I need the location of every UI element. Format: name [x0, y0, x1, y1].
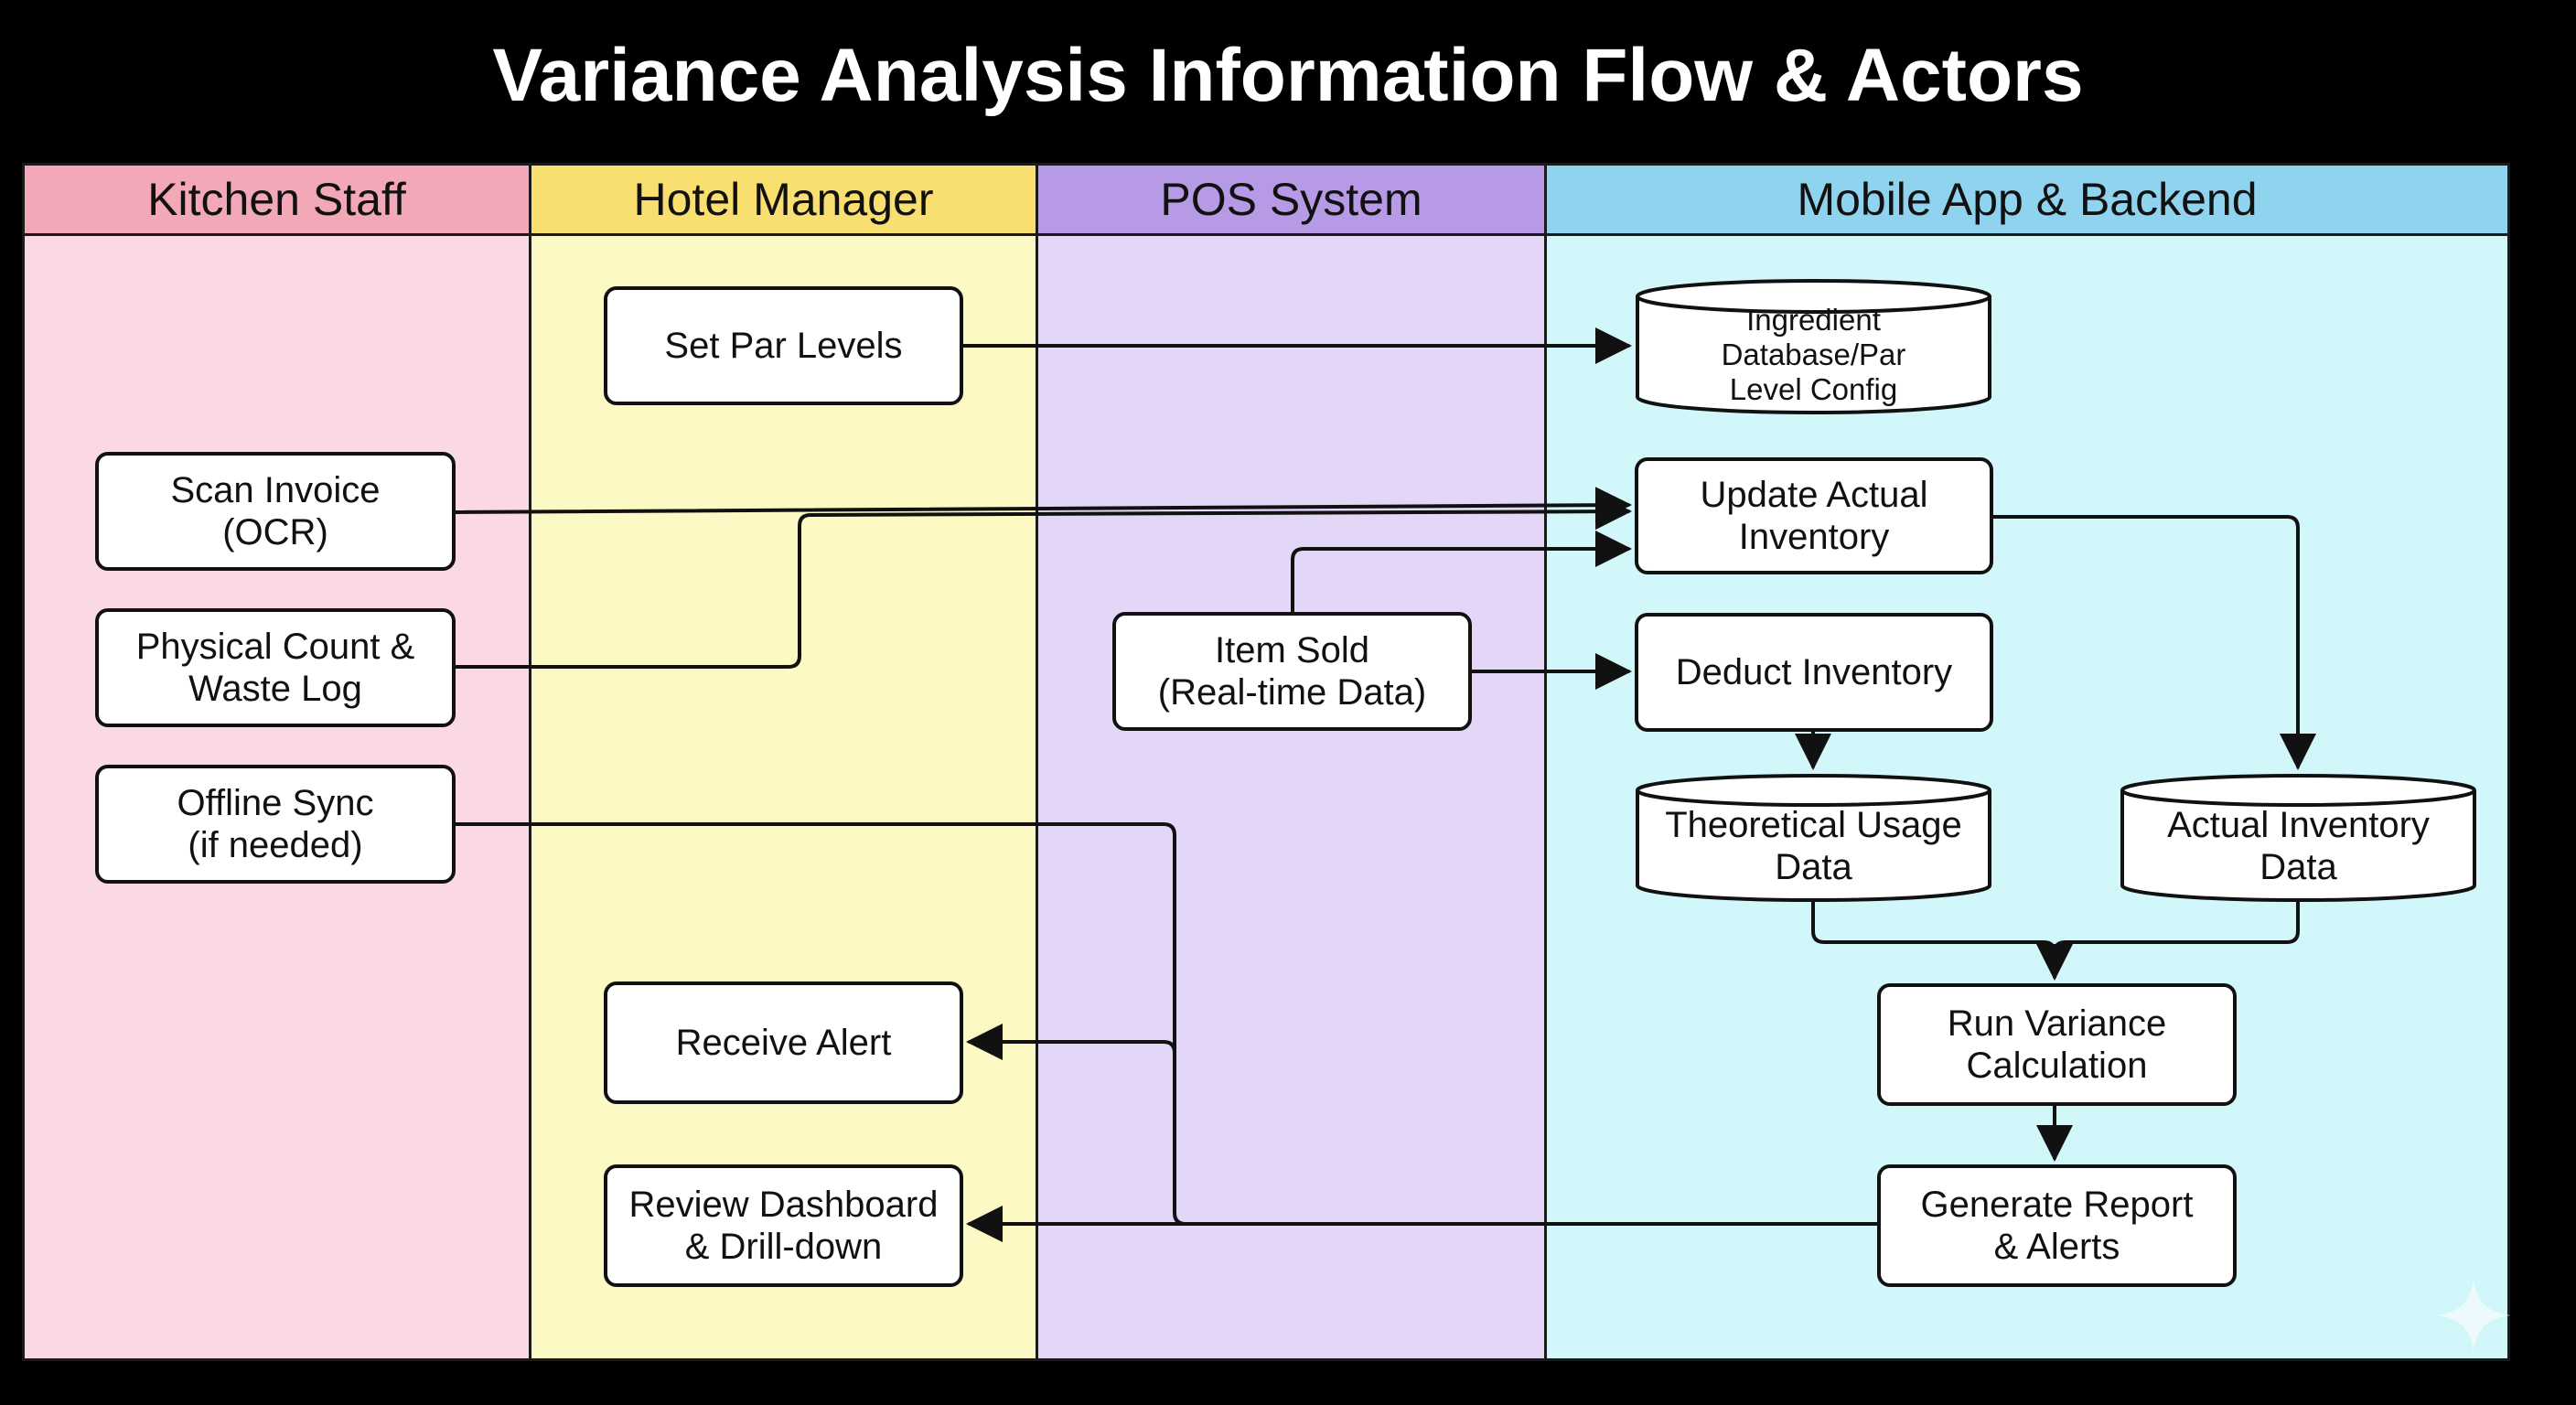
- sparkle-icon: [2437, 1279, 2510, 1352]
- arrow-actual-data-to-run: [2053, 896, 2300, 955]
- arrow-offline-sync-to-receive-alert: [453, 822, 1187, 1226]
- node-item-sold[interactable]: Item Sold (Real-time Data): [1112, 612, 1472, 731]
- node-actual-inventory-label: Actual Inventory Data: [2167, 805, 2430, 887]
- node-ingredient-database[interactable]: Ingredient Database/Par Level Config: [1635, 278, 1992, 415]
- node-scan-invoice[interactable]: Scan Invoice (OCR): [95, 452, 456, 571]
- arrow-physical-count-to-update: [453, 493, 1632, 669]
- node-update-actual-inventory[interactable]: Update Actual Inventory: [1635, 457, 1993, 574]
- node-deduct-inventory[interactable]: Deduct Inventory: [1635, 613, 1993, 732]
- database-cylinder-icon: [1636, 774, 1991, 903]
- node-theoretical-usage-data[interactable]: Theoretical Usage Data: [1635, 774, 1992, 903]
- arrow-branch-to-receive-alert: [966, 1024, 1176, 1060]
- lane-kitchen-staff: Kitchen Staff: [22, 163, 531, 1361]
- lane-mobile-app-backend: Mobile App & Backend: [1544, 163, 2510, 1361]
- arrow-item-sold-to-update: [1291, 531, 1632, 615]
- node-ingredient-database-label: Ingredient Database/Par Level Config: [1721, 303, 1906, 406]
- lane-pos-system: POS System: [1036, 163, 1547, 1361]
- node-receive-alert[interactable]: Receive Alert: [604, 981, 963, 1104]
- database-cylinder-icon: [2120, 774, 2476, 903]
- node-generate-report-alerts[interactable]: Generate Report & Alerts: [1877, 1164, 2237, 1287]
- node-theoretical-usage-label: Theoretical Usage Data: [1665, 805, 1962, 887]
- lane-header-hotel-manager: Hotel Manager: [531, 163, 1036, 236]
- lane-header-kitchen-staff: Kitchen Staff: [25, 163, 529, 236]
- arrow-update-to-actual-data: [1991, 515, 2316, 770]
- arrow-scan-invoice-to-update: [453, 487, 1632, 524]
- database-cylinder-icon: [1636, 279, 1991, 415]
- node-physical-count-waste-log[interactable]: Physical Count & Waste Log: [95, 608, 456, 727]
- node-review-dashboard[interactable]: Review Dashboard & Drill-down: [604, 1164, 963, 1287]
- node-set-par-levels[interactable]: Set Par Levels: [604, 286, 963, 405]
- node-actual-inventory-data[interactable]: Actual Inventory Data: [2120, 774, 2477, 903]
- node-offline-sync[interactable]: Offline Sync (if needed): [95, 765, 456, 884]
- diagram-title: Variance Analysis Information Flow & Act…: [492, 34, 2084, 117]
- arrow-theoretical-to-run: [1811, 896, 2073, 981]
- lane-header-mobile-app-backend: Mobile App & Backend: [1547, 163, 2507, 236]
- node-run-variance-calculation[interactable]: Run Variance Calculation: [1877, 983, 2237, 1106]
- lane-header-pos-system: POS System: [1038, 163, 1544, 236]
